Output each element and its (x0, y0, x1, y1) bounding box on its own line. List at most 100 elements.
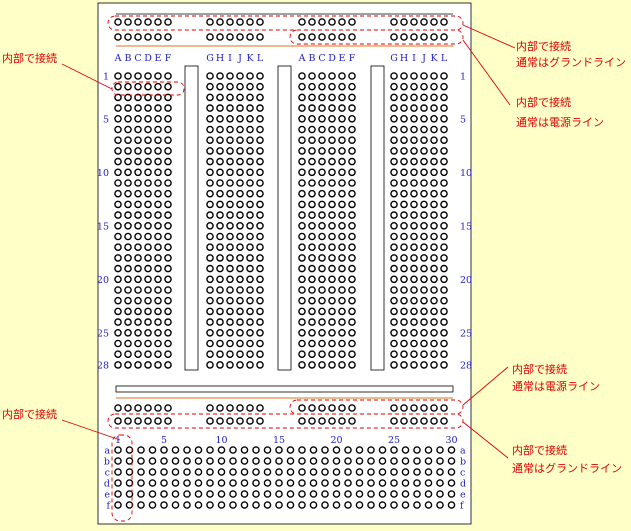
top-rail-hole (400, 18, 408, 26)
bottom-grid-hole (217, 468, 226, 476)
bottom-rail-hole (390, 404, 398, 412)
terminal-hole (420, 72, 428, 80)
terminal-hole (308, 318, 316, 326)
terminal-hole (164, 318, 172, 326)
bottom-rail-hole (410, 417, 418, 425)
terminal-hole (236, 200, 244, 209)
terminal-hole (430, 275, 438, 284)
terminal-hole (226, 361, 234, 369)
terminal-hole (318, 82, 326, 91)
terminal-hole (216, 296, 224, 305)
terminal-hole (400, 318, 408, 326)
bottom-grid-hole (217, 479, 226, 487)
column-label: H (216, 53, 224, 64)
terminal-hole (400, 350, 408, 359)
terminal-hole (216, 147, 224, 155)
bottom-grid-hole (436, 446, 444, 454)
bottom-grid-hole (413, 468, 421, 476)
terminal-hole (134, 125, 142, 134)
note-top-row: 内部で接続 (2, 51, 57, 65)
bottom-grid-hole (309, 457, 318, 465)
terminal-hole (164, 189, 172, 198)
terminal-hole (206, 286, 214, 294)
bottom-rail-hole (400, 404, 408, 412)
column-label: H (400, 53, 408, 64)
terminal-hole (144, 296, 152, 305)
terminal-hole (246, 275, 254, 284)
terminal-hole (124, 157, 132, 166)
bottom-grid-hole (114, 501, 122, 509)
terminal-hole (318, 125, 326, 134)
top-rail-hole (164, 18, 172, 26)
bottom-grid-hole (367, 457, 375, 465)
terminal-hole (338, 328, 346, 337)
bottom-grid-hole (263, 479, 272, 487)
terminal-hole (430, 286, 438, 294)
bottom-row-letter-right: a (460, 446, 466, 457)
terminal-hole (236, 264, 244, 273)
terminal-hole (246, 72, 254, 80)
bottom-grid-hole (114, 490, 122, 498)
bottom-grid-hole (125, 457, 134, 465)
terminal-hole (430, 307, 438, 316)
terminal-hole (348, 168, 356, 177)
terminal-hole (144, 254, 152, 262)
terminal-hole (328, 254, 336, 262)
bottom-grid-hole (275, 446, 283, 454)
bottom-grid-hole (240, 479, 249, 487)
terminal-hole (134, 168, 142, 177)
bottom-grid-hole (367, 468, 375, 476)
bottom-grid-hole (125, 479, 134, 487)
terminal-hole (440, 82, 448, 91)
terminal-hole (298, 211, 306, 219)
terminal-hole (114, 82, 122, 91)
terminal-hole (390, 307, 398, 316)
top-rail-hole (114, 33, 122, 41)
top-rail-hole (246, 33, 254, 41)
bottom-rail-hole (216, 417, 224, 425)
terminal-hole (154, 361, 162, 369)
terminal-hole (144, 200, 152, 209)
terminal-hole (430, 157, 438, 166)
bottom-grid-hole (401, 468, 410, 476)
terminal-hole (226, 200, 234, 209)
terminal-hole (114, 211, 122, 219)
terminal-hole (328, 179, 336, 187)
row-label-right: 25 (460, 328, 472, 339)
terminal-hole (410, 179, 418, 187)
terminal-hole (206, 264, 214, 273)
terminal-hole (256, 339, 264, 348)
terminal-hole (164, 147, 172, 155)
terminal-hole (206, 179, 214, 187)
terminal-hole (328, 361, 336, 369)
terminal-hole (348, 328, 356, 337)
bottom-rail-hole (328, 404, 336, 412)
row-label-left: 25 (97, 328, 109, 339)
terminal-hole (134, 157, 142, 166)
terminal-hole (410, 82, 418, 91)
terminal-hole (440, 286, 448, 294)
bottom-row-letter-right: b (460, 457, 466, 468)
terminal-hole (134, 318, 142, 326)
terminal-hole (246, 243, 254, 251)
terminal-hole (298, 339, 306, 348)
terminal-hole (328, 189, 336, 198)
column-label: A (298, 53, 306, 64)
terminal-hole (236, 350, 244, 359)
terminal-hole (246, 136, 254, 144)
terminal-hole (206, 157, 214, 166)
terminal-hole (390, 221, 398, 230)
bottom-row-letter-left: a (104, 446, 110, 457)
center-channel-slot (277, 65, 292, 371)
terminal-hole (236, 243, 244, 251)
terminal-hole (256, 189, 264, 198)
bottom-grid-hole (148, 468, 157, 476)
terminal-hole (206, 221, 214, 230)
terminal-hole (328, 307, 336, 316)
bottom-grid-hole (355, 501, 364, 509)
terminal-hole (328, 318, 336, 326)
terminal-hole (216, 125, 224, 134)
bottom-terminal-grid (114, 446, 456, 509)
terminal-hole (236, 275, 244, 284)
bottom-rail-hole (114, 417, 122, 425)
